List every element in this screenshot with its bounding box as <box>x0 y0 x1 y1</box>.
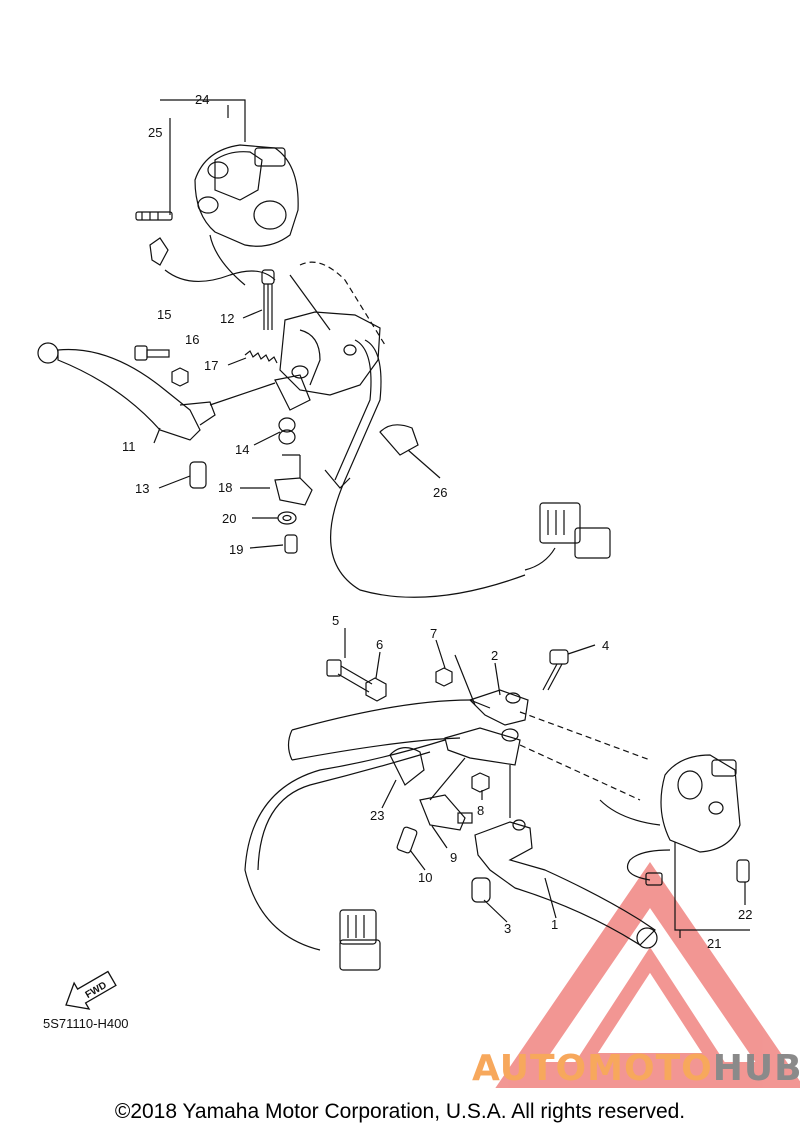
callout-9: 9 <box>450 850 457 865</box>
diagram-code: 5S71110-H400 <box>43 1016 129 1031</box>
lever-perch-upper <box>274 311 381 411</box>
screw-25 <box>135 211 173 221</box>
callout-25: 25 <box>148 125 162 140</box>
bolt-5 <box>326 659 373 693</box>
callout-20: 20 <box>222 511 236 526</box>
callout-24: 24 <box>195 92 209 107</box>
watermark-text: AUTOMOTOHUB <box>472 1048 800 1089</box>
callout-2: 2 <box>491 648 498 663</box>
watermark-part1: AUTOMOTO <box>472 1048 713 1089</box>
callouts: 24 25 12 15 16 17 11 14 13 18 20 19 26 5… <box>122 92 752 951</box>
callout-8: 8 <box>477 803 484 818</box>
callout-7: 7 <box>430 626 437 641</box>
callout-4: 4 <box>602 638 609 653</box>
lever-perch-lower <box>444 689 529 766</box>
callout-18: 18 <box>218 480 232 495</box>
callout-23: 23 <box>370 808 384 823</box>
bolt-12 <box>261 269 275 330</box>
callout-11: 11 <box>122 439 136 454</box>
callout-1: 1 <box>551 917 558 932</box>
callout-21: 21 <box>707 936 721 951</box>
callout-17: 17 <box>204 358 218 373</box>
watermark-logo <box>495 861 800 1088</box>
callout-13: 13 <box>135 481 149 496</box>
connector-lower <box>339 909 381 971</box>
callout-10: 10 <box>418 870 432 885</box>
switch-9 <box>419 794 473 831</box>
bolt-4 <box>542 649 569 691</box>
copyright-notice: ©2018 Yamaha Motor Corporation, U.S.A. A… <box>114 1100 686 1123</box>
callout-22: 22 <box>738 907 752 922</box>
callout-15: 15 <box>157 307 171 322</box>
callout-19: 19 <box>229 542 243 557</box>
callout-5: 5 <box>332 613 339 628</box>
switch-18 <box>274 454 313 506</box>
callout-16: 16 <box>185 332 199 347</box>
switch-housing-lower <box>660 754 741 853</box>
callout-14: 14 <box>235 442 249 457</box>
callout-12: 12 <box>220 311 234 326</box>
brake-lever-11 <box>37 342 216 441</box>
callout-26: 26 <box>433 485 447 500</box>
watermark-part2: HUB <box>712 1048 800 1089</box>
callout-3: 3 <box>504 921 511 936</box>
switch-housing-upper <box>194 144 299 247</box>
callout-6: 6 <box>376 637 383 652</box>
bolt-15 <box>134 345 170 361</box>
connector-upper <box>524 502 611 571</box>
fwd-arrow: FWD <box>65 970 117 1010</box>
clutch-lever-1 <box>474 819 658 949</box>
